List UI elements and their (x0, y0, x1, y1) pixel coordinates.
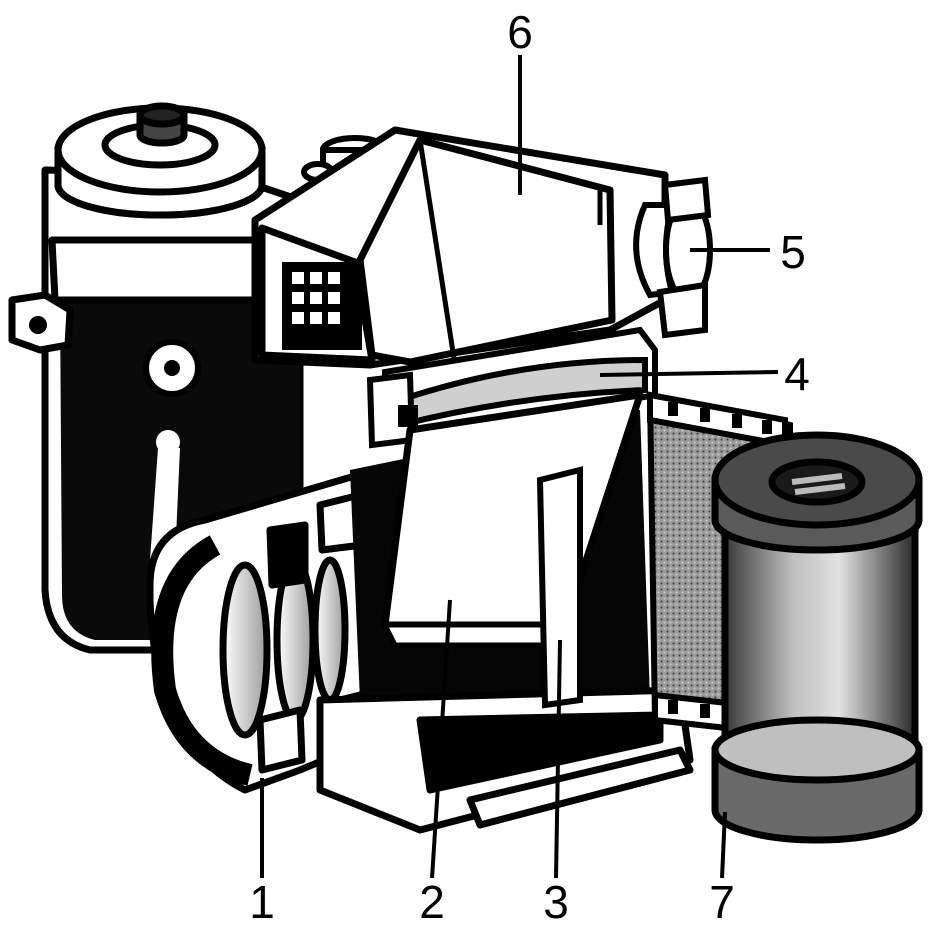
callout-2-mirror: 2 (419, 876, 445, 928)
callout-labels: 1 2 3 4 5 6 7 (249, 6, 810, 928)
focal-plane-shutter (536, 466, 583, 709)
base-plate (316, 686, 694, 834)
callout-1-lens: 1 (249, 876, 275, 928)
leader-4 (599, 370, 779, 377)
leader-2 (430, 599, 452, 879)
callout-4-focusing-screen: 4 (784, 348, 810, 400)
rewind-knob (54, 102, 266, 219)
callout-7-film-cassette: 7 (709, 876, 735, 928)
callout-3-shutter: 3 (543, 876, 569, 928)
film-cassette (711, 431, 923, 844)
eyepiece (633, 176, 713, 339)
callout-5-eyepiece: 5 (780, 226, 806, 278)
leader-7 (720, 811, 727, 879)
focusing-screen (366, 326, 658, 449)
leader-3 (554, 639, 562, 879)
callout-6-pentaprism: 6 (507, 6, 533, 58)
leader-lines (260, 55, 779, 879)
